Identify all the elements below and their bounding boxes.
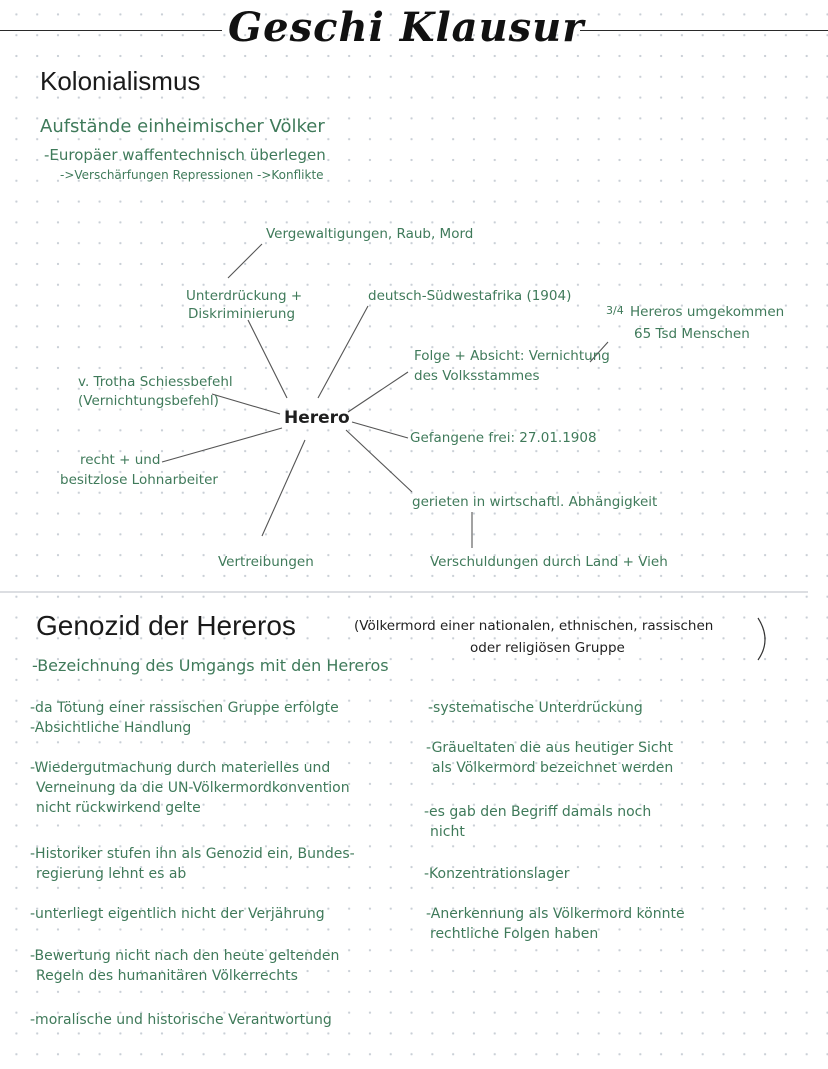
note-line: ->Verschärfungen Repressionen ->Konflikt… bbox=[60, 168, 324, 182]
mindmap-center: Herero bbox=[284, 408, 350, 428]
node-rechtlos: besitzlose Lohnarbeiter bbox=[60, 472, 218, 488]
node-unterdrueckung: Unterdrückung + bbox=[186, 288, 303, 304]
title-rule-left bbox=[0, 30, 222, 31]
definition-line: (Völkermord einer nationalen, ethnischen… bbox=[354, 618, 714, 634]
left-point: -Absichtliche Handlung bbox=[30, 720, 192, 736]
node-vertreibungen: Vertreibungen bbox=[218, 554, 314, 570]
left-point: -da Tötung einer rassischen Gruppe erfol… bbox=[30, 700, 339, 716]
left-point: regierung lehnt es ab bbox=[36, 866, 187, 882]
title-rule-right bbox=[580, 30, 828, 31]
node-suedwestafrika: deutsch-Südwestafrika (1904) bbox=[368, 288, 572, 304]
right-point: -Konzentrationslager bbox=[424, 866, 570, 882]
right-point: -systematische Unterdrückung bbox=[428, 700, 643, 716]
left-point: -Bewertung nicht nach den heute geltende… bbox=[30, 948, 340, 964]
node-gefangene: Gefangene frei: 27.01.1908 bbox=[410, 430, 597, 446]
left-point: nicht rückwirkend gelte bbox=[36, 800, 201, 816]
left-point: Verneinung da die UN-Völkermordkonventio… bbox=[36, 780, 350, 796]
left-point: -Historiker stufen ihn als Genozid ein, … bbox=[30, 846, 355, 862]
subheading-aufstaende: Aufstände einheimischer Völker bbox=[40, 116, 325, 137]
right-point: als Völkermord bezeichnet werden bbox=[432, 760, 674, 776]
definition-line: oder religiösen Gruppe bbox=[470, 640, 625, 656]
page-title: Geschi Klausur bbox=[228, 4, 585, 51]
left-point: -unterliegt eigentlich nicht der Verjähr… bbox=[30, 906, 325, 922]
right-point: -Gräueltaten die aus heutiger Sicht bbox=[426, 740, 673, 756]
node-verschuldungen: Verschuldungen durch Land + Vieh bbox=[430, 554, 668, 570]
node-trotha: (Vernichtungsbefehl) bbox=[78, 393, 219, 409]
section-heading-genozid: Genozid der Hereros bbox=[36, 610, 296, 641]
node-vergewaltigungen: Vergewaltigungen, Raub, Mord bbox=[266, 226, 474, 242]
node-folge-absicht: Folge + Absicht: Vernichtung bbox=[414, 348, 610, 364]
node-rechtlos: recht + und bbox=[80, 452, 161, 468]
left-point: -Wiedergutmachung durch materielles und bbox=[30, 760, 331, 776]
node-hereros-umgekommen: 65 Tsd Menschen bbox=[634, 326, 750, 342]
right-point: nicht bbox=[430, 824, 465, 840]
right-point: -es gab den Begriff damals noch bbox=[424, 804, 652, 820]
left-point: -moralische und historische Verantwortun… bbox=[30, 1012, 332, 1028]
node-unterdrueckung: Diskriminierung bbox=[188, 306, 296, 322]
left-point: Regeln des humanitären Völkerrechts bbox=[36, 968, 298, 984]
node-trotha: v. Trotha Schiessbefehl bbox=[78, 374, 233, 390]
node-hereros-umgekommen: Hereros umgekommen bbox=[630, 304, 785, 320]
section-heading-kolonialismus: Kolonialismus bbox=[40, 66, 201, 96]
node-folge-absicht: des Volksstammes bbox=[414, 368, 540, 384]
note-line: -Europäer waffentechnisch überlegen bbox=[44, 146, 326, 164]
intro-line: -Bezeichnung des Umgangs mit den Hereros bbox=[32, 656, 389, 675]
right-point: -Anerkennung als Völkermord könnte bbox=[426, 906, 685, 922]
right-point: rechtliche Folgen haben bbox=[430, 926, 599, 942]
node-fraction: 3/4 bbox=[606, 304, 624, 317]
node-abhaengigkeit: gerieten in wirtschaftl. Abhängigkeit bbox=[412, 494, 658, 510]
